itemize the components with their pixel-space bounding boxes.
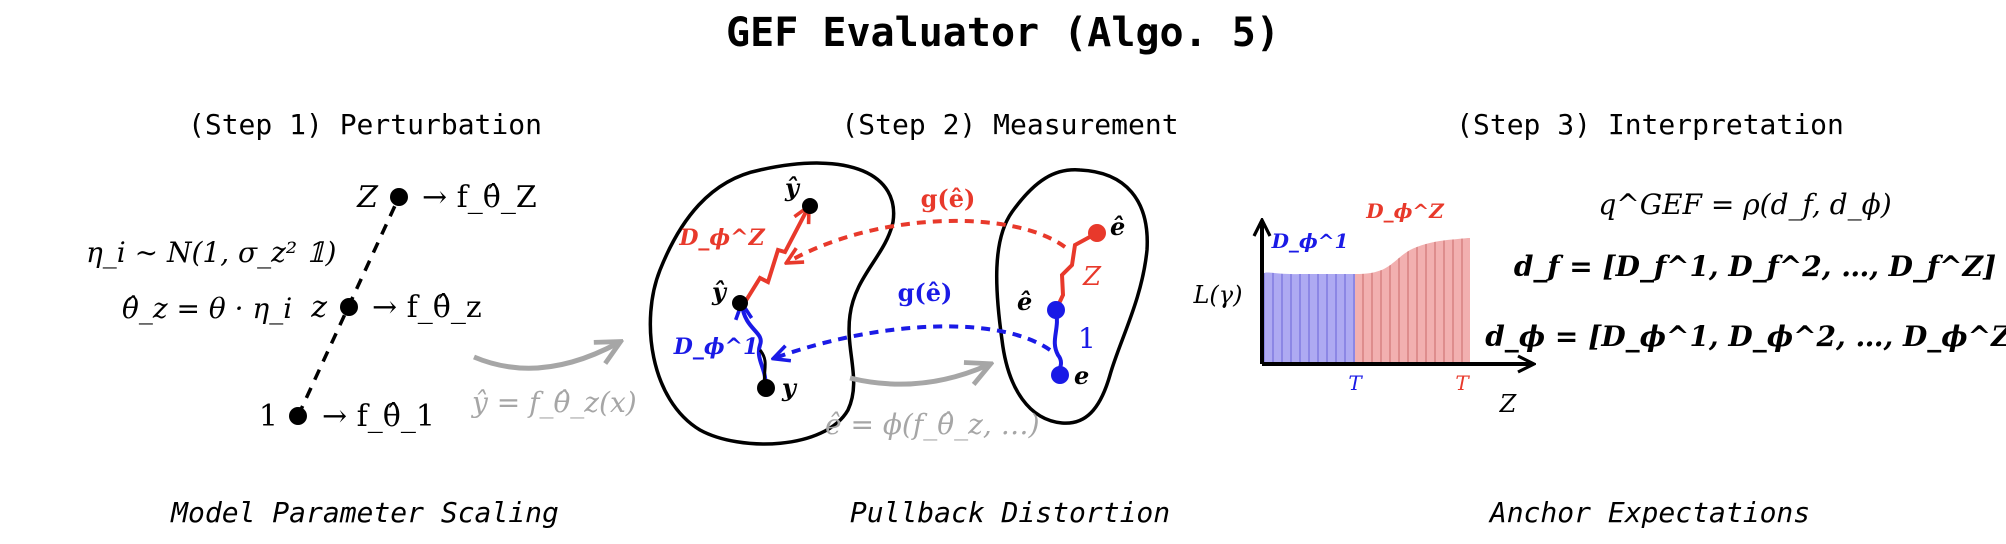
point-e — [1051, 366, 1069, 384]
g-blue-arrow — [775, 324, 1052, 358]
step2-panel: g(ê) g(ê) ŷ ŷ y D_ϕ^Z D_ϕ^1 ê ê e Z 1 ê … — [648, 161, 1149, 446]
red-error-path — [1054, 231, 1098, 311]
yhat-definition: ŷ = f_θ̂_z(x) — [470, 386, 637, 419]
fn-1: → f_θ̂_1 — [322, 399, 435, 434]
g-blue-label: g(ê) — [898, 278, 953, 307]
point-y — [757, 379, 775, 397]
fn-z: → f_θ̂_z — [372, 290, 482, 325]
red-distortion-path — [740, 208, 808, 309]
label-e: e — [1074, 361, 1089, 390]
point-Z — [390, 188, 408, 206]
theta-formula: θ̂_z = θ · η_i — [122, 292, 292, 325]
step1-panel: Z z 1 → f_θ̂_Z → f_θ̂_z → f_θ̂_1 η_i ∼ N… — [86, 180, 637, 434]
dphi-formula: d_ϕ = [D_ϕ^1, D_ϕ^2, …, D_ϕ^Z] — [1485, 320, 2006, 353]
gray-arrow-1 — [473, 343, 618, 371]
label-ehat-mid: ê — [1017, 287, 1032, 316]
gray-arrow-2 — [849, 365, 988, 387]
point-ehat-mid — [1047, 301, 1065, 319]
blue-area — [1262, 272, 1360, 363]
step3-heading: (Step 3) Interpretation — [1456, 108, 1844, 141]
label-1: 1 — [259, 399, 278, 434]
area-d1-label: D_ϕ^1 — [1271, 229, 1349, 253]
step1-caption: Model Parameter Scaling — [170, 496, 559, 529]
point-1 — [289, 407, 307, 425]
y-axis-label: L(γ) — [1192, 281, 1242, 309]
blue-error-path — [1052, 309, 1063, 377]
g-red-arrow — [788, 218, 1067, 262]
step2-caption: Pullback Distortion — [850, 496, 1170, 529]
area-dz-label: D_ϕ^Z — [1365, 199, 1445, 223]
manifold-left — [648, 161, 896, 446]
fn-Z: → f_θ̂_Z — [422, 180, 537, 215]
tick-T-blue: T — [1348, 371, 1363, 395]
manifold-right — [994, 168, 1149, 425]
step3-panel: L(γ) Z D_ϕ^1 D_ϕ^Z T T q^GEF = ρ(d_f, d_… — [1192, 188, 2006, 418]
point-ehat-top — [1088, 224, 1106, 242]
label-d1-left: D_ϕ^1 — [673, 334, 759, 360]
label-yhat-mid: ŷ — [711, 277, 728, 306]
step1-heading: (Step 1) Perturbation — [188, 108, 542, 141]
ehat-definition: ê = ϕ(f_θ̂_z, …) — [825, 408, 1040, 441]
label-dz-left: D_ϕ^Z — [678, 225, 765, 251]
label-ehat-top: ê — [1110, 212, 1125, 241]
noise-formula: η_i ∼ N(1, σ_z² 𝟙) — [86, 236, 336, 269]
step2-heading: (Step 2) Measurement — [841, 108, 1178, 141]
tick-T-red: T — [1455, 371, 1470, 395]
label-yhat-top: ŷ — [784, 173, 801, 202]
step3-caption: Anchor Expectations — [1488, 496, 1810, 529]
x-axis-label: Z — [1499, 390, 1518, 418]
label-Z: Z — [356, 180, 379, 215]
point-yhat-mid — [732, 295, 748, 311]
label-1-blue: 1 — [1078, 322, 1096, 355]
page-title: GEF Evaluator (Algo. 5) — [726, 10, 1280, 56]
point-z — [340, 298, 358, 316]
q-gef-formula: q^GEF = ρ(d_f, d_ϕ) — [1598, 188, 1891, 221]
label-z: z — [310, 290, 327, 325]
df-formula: d_f = [D_f^1, D_f^2, …, D_f^Z] — [1514, 250, 1996, 283]
label-y: y — [781, 373, 798, 402]
g-red-label: g(ê) — [921, 184, 976, 213]
label-Z-red: Z — [1082, 262, 1102, 292]
point-yhat-top — [802, 198, 818, 214]
red-area — [1355, 238, 1470, 363]
